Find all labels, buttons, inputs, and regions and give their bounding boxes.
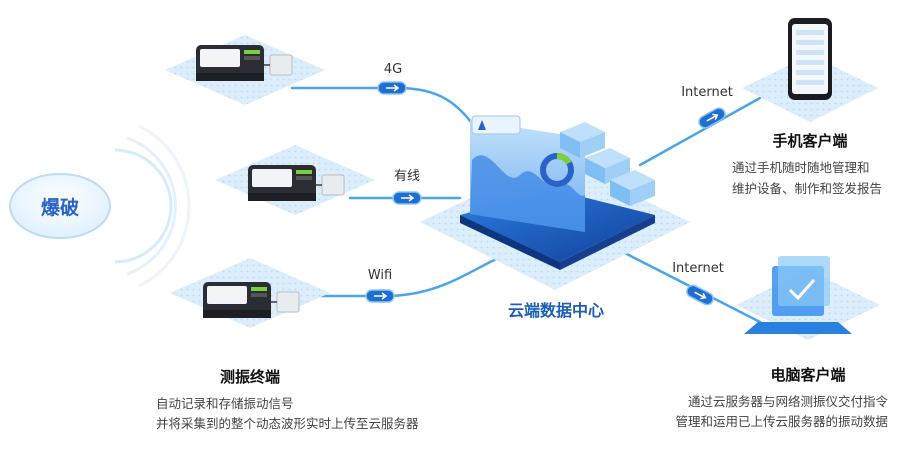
- mobile-desc-line: 通过手机随时随地管理和: [732, 160, 870, 175]
- hub-donut-accent: [556, 153, 572, 165]
- pc-title: 电脑客户端: [770, 366, 845, 384]
- connection-label-4g: 4G: [384, 62, 402, 77]
- connector-4g-icon: [377, 81, 407, 95]
- link-wifi-line: [295, 253, 507, 298]
- source-label: 爆破: [41, 197, 79, 219]
- hub-title: 云端数据中心: [508, 301, 604, 320]
- pc-desc-line: 管理和运用已上传云服务器的振动数据: [675, 414, 888, 429]
- hub-header-card: [471, 115, 521, 135]
- connector-internet-mobile-icon: [698, 107, 726, 129]
- connector-capsules: [365, 81, 726, 306]
- mobile-desc-line: 维护设备、制作和签发报告: [732, 181, 882, 196]
- link-4g-line: [290, 86, 482, 137]
- pc-desc-line: 通过云服务器与网络测振仪交付指令: [688, 394, 889, 409]
- terminal-desc-line: 并将采集到的整个动态波形实时上传至云服务器: [156, 416, 419, 431]
- connection-label-internet-pc: Internet: [672, 261, 724, 276]
- connection-label-wired: 有线: [394, 169, 420, 184]
- cloud-data-center: [420, 115, 690, 290]
- shockwave-arc: [138, 124, 191, 288]
- blast-source: [9, 124, 191, 288]
- terminal-desc-line: 自动记录和存储振动信号: [156, 396, 294, 411]
- terminal-title: 测振终端: [220, 368, 280, 386]
- server-stack-icon: [560, 122, 655, 206]
- link-internet-mobile-line: [638, 96, 762, 167]
- mobile-phone-icon: [788, 18, 832, 100]
- connection-label-internet-mobile: Internet: [681, 85, 733, 100]
- shockwave-arc: [114, 148, 173, 264]
- connection-label-wifi: Wifi: [368, 268, 392, 283]
- blast-badge: [9, 173, 111, 239]
- link-internet-pc-line: [613, 246, 762, 324]
- alert-icon: [478, 120, 486, 130]
- shockwave-arc: [126, 136, 177, 276]
- vibration-monitor-wired: [248, 165, 345, 201]
- hub-base-side: [560, 215, 655, 270]
- vibration-monitor-4g: [196, 45, 293, 81]
- mobile-title: 手机客户端: [772, 132, 847, 150]
- hub-base-side: [460, 215, 560, 270]
- vibration-monitor-wifi: [203, 282, 300, 318]
- laptop-icon: [744, 256, 852, 334]
- connector-wired-icon: [392, 191, 422, 205]
- connector-wifi-icon: [365, 289, 395, 303]
- connector-internet-pc-icon: [686, 284, 714, 306]
- hub-wave: [470, 155, 585, 232]
